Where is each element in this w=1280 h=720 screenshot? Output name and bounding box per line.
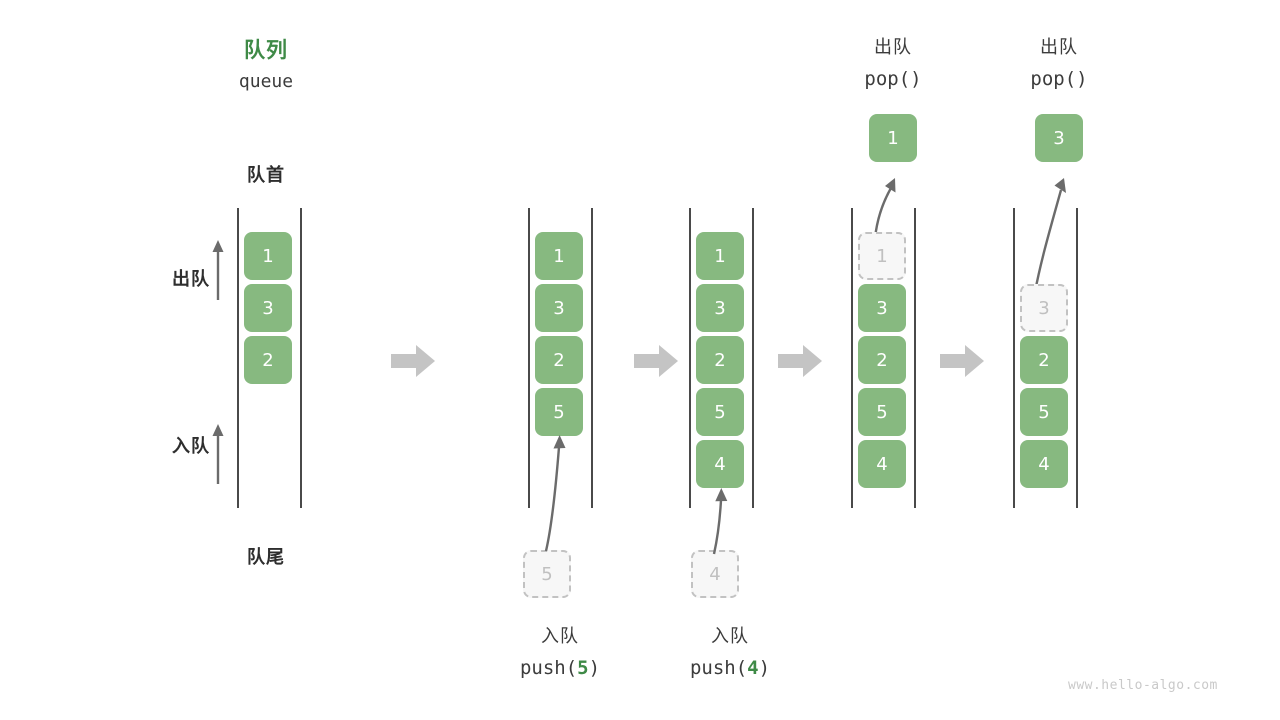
- queue-cell: 4: [1020, 440, 1068, 488]
- push-code-suffix: ): [588, 657, 601, 679]
- queue-cell: 2: [858, 336, 906, 384]
- pop-label-cn: 出队: [1040, 37, 1078, 58]
- queue-cell: 5: [696, 388, 744, 436]
- outgoing-ghost-cell: 3: [1020, 284, 1068, 332]
- queue-rail-right: [591, 208, 593, 508]
- queue-rail-left: [689, 208, 691, 508]
- queue-head-label: 队首: [247, 165, 285, 186]
- incoming-ghost-cell: 5: [523, 550, 571, 598]
- queue-rail-right: [1076, 208, 1078, 508]
- step-arrow-icon: [391, 345, 435, 377]
- queue-cell: 2: [696, 336, 744, 384]
- queue-cell: 5: [858, 388, 906, 436]
- popped-cell: 1: [869, 114, 917, 162]
- queue-cell: 1: [696, 232, 744, 280]
- queue-cell: 1: [244, 232, 292, 280]
- queue-cell: 1: [535, 232, 583, 280]
- enqueue-direction-arrow-icon: [212, 424, 224, 484]
- queue-cell: 3: [696, 284, 744, 332]
- push-code-arg: 5: [577, 657, 589, 679]
- queue-cell: 2: [535, 336, 583, 384]
- step-arrow-icon: [634, 345, 678, 377]
- push-motion-arrow-icon: [712, 488, 728, 555]
- watermark: www.hello-algo.com: [1068, 678, 1218, 693]
- queue-rail-left: [1013, 208, 1015, 508]
- queue-rail-right: [752, 208, 754, 508]
- queue-rail-right: [914, 208, 916, 508]
- queue-cell: 4: [858, 440, 906, 488]
- queue-cell: 3: [244, 284, 292, 332]
- pop-motion-arrow-icon: [873, 178, 896, 239]
- step-arrow-icon: [940, 345, 984, 377]
- queue-rail-left: [851, 208, 853, 508]
- queue-cell: 3: [858, 284, 906, 332]
- queue-rail-left: [528, 208, 530, 508]
- enqueue-label: 入队: [172, 436, 210, 457]
- queue-rail-left: [237, 208, 239, 508]
- outgoing-ghost-cell: 1: [858, 232, 906, 280]
- push-code-prefix: push(: [519, 657, 578, 679]
- queue-cell: 3: [535, 284, 583, 332]
- popped-cell: 3: [1035, 114, 1083, 162]
- queue-title-cn: 队列: [244, 38, 288, 62]
- push-code-arg: 4: [747, 657, 759, 679]
- queue-cell: 5: [1020, 388, 1068, 436]
- queue-cell: 2: [244, 336, 292, 384]
- pop-label-code: pop(): [864, 68, 922, 90]
- push-code-suffix: ): [758, 657, 771, 679]
- queue-cell: 2: [1020, 336, 1068, 384]
- queue-cell: 5: [535, 388, 583, 436]
- pop-motion-arrow-icon: [1033, 178, 1066, 293]
- pop-label-cn: 出队: [874, 37, 912, 58]
- push-label-cn: 入队: [711, 626, 749, 647]
- dequeue-label: 出队: [172, 269, 210, 290]
- push-label-code: push(5): [495, 657, 625, 679]
- queue-cell: 4: [696, 440, 744, 488]
- pop-label-code: pop(): [1030, 68, 1088, 90]
- queue-rail-right: [300, 208, 302, 508]
- push-label-cn: 入队: [541, 626, 579, 647]
- push-code-prefix: push(: [689, 657, 748, 679]
- dequeue-direction-arrow-icon: [212, 240, 224, 300]
- queue-title-en: queue: [238, 71, 294, 92]
- push-motion-arrow-icon: [544, 435, 566, 552]
- queue-tail-label: 队尾: [247, 547, 285, 568]
- step-arrow-icon: [778, 345, 822, 377]
- push-label-code: push(4): [665, 657, 795, 679]
- incoming-ghost-cell: 4: [691, 550, 739, 598]
